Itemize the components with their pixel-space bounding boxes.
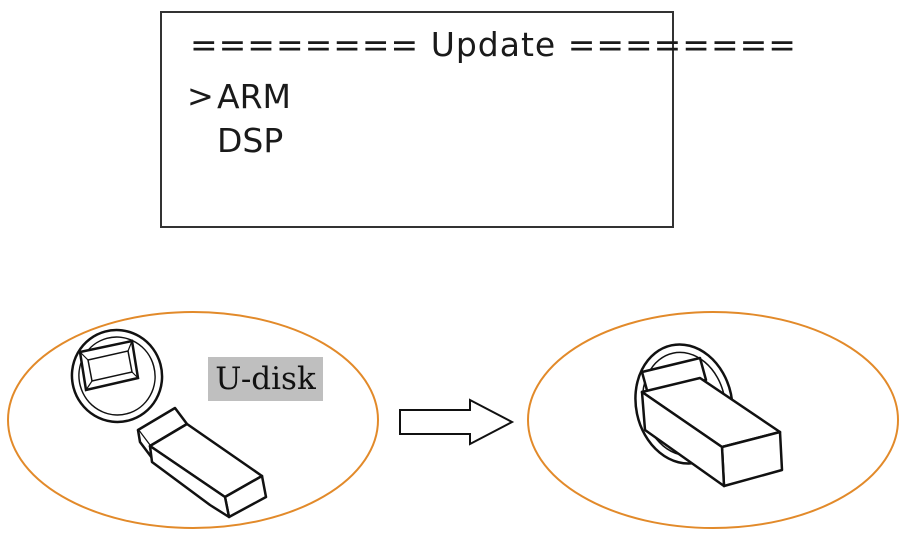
usb-inserted-icon <box>634 343 784 488</box>
usb-stick-icon <box>136 406 268 519</box>
menu-item-dsp[interactable]: DSP <box>217 121 284 160</box>
selection-cursor-icon: > <box>187 77 214 115</box>
usb-port-icon <box>70 328 164 424</box>
arrow-right-icon <box>399 398 515 446</box>
lcd-screen: ======== Update ======== > ARM DSP <box>160 11 796 228</box>
menu-title: ======== Update ======== <box>190 25 797 64</box>
left-callout-ellipse <box>7 311 379 529</box>
u-disk-label: U-disk <box>208 357 323 401</box>
menu-item-arm[interactable]: ARM <box>217 77 291 116</box>
right-callout-ellipse <box>527 311 899 529</box>
